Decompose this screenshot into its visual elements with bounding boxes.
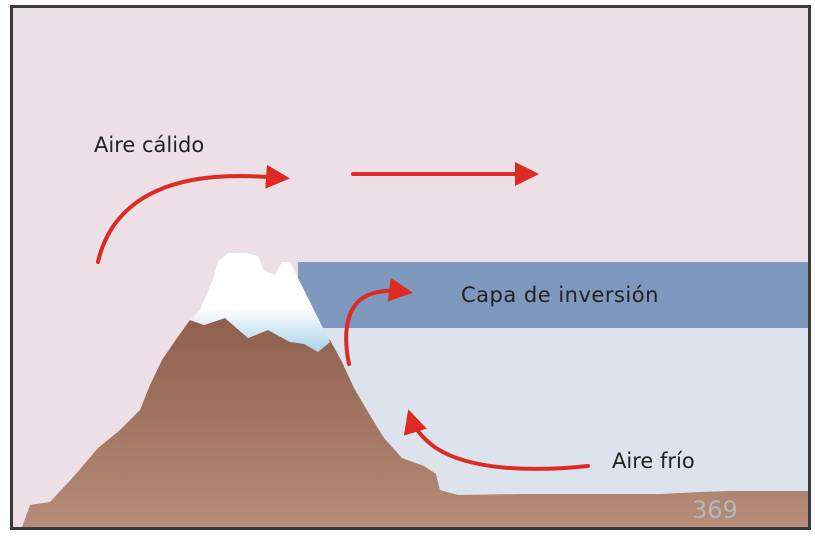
upslope-arrow [344,277,413,366]
snow-cap [190,253,330,352]
cold-air-label: Aire frío [612,449,695,473]
mountain [22,318,808,527]
warm-air-rising-arrow [96,164,290,264]
page-number: 369 [692,496,738,524]
inversion-layer-band [298,262,808,328]
cold-air-arrow [403,409,590,471]
warm-air-label: Aire cálido [94,133,204,157]
inversion-layer-label: Capa de inversión [461,283,659,307]
